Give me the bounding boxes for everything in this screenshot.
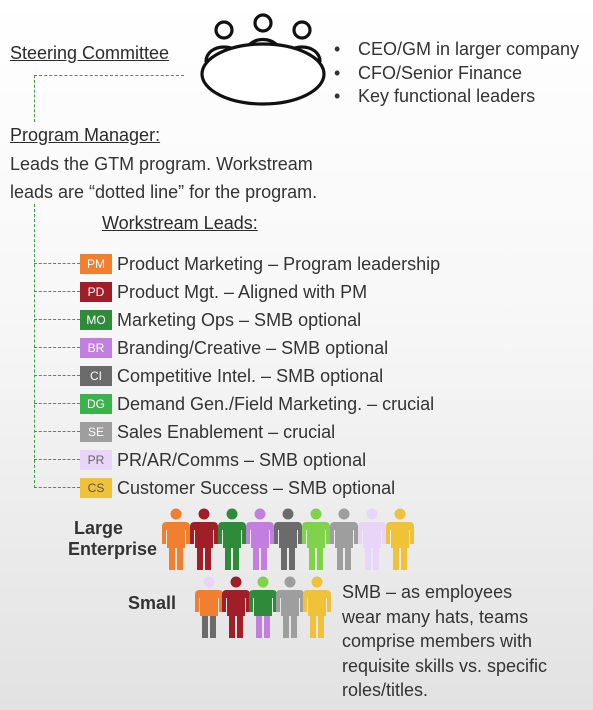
steering-bullets: CEO/GM in larger company CFO/Senior Fina… <box>334 38 579 109</box>
large-enterprise-label: Large Enterprise <box>40 518 157 560</box>
person-icon <box>386 508 414 570</box>
lead-code-badge: CI <box>80 366 112 386</box>
lead-label: Customer Success – SMB optional <box>117 477 396 498</box>
large-label-line: Enterprise <box>67 539 157 559</box>
person-icon <box>246 508 274 570</box>
smb-note-line: wear many hats, teams <box>342 606 529 627</box>
person-icon <box>303 576 331 638</box>
connector-line <box>34 431 80 432</box>
lead-label: Sales Enablement – crucial <box>117 421 336 442</box>
connector-line <box>34 75 35 122</box>
small-team <box>195 576 331 638</box>
lead-code-badge: PM <box>80 254 112 274</box>
connector-line <box>34 487 80 488</box>
lead-label: Competitive Intel. – SMB optional <box>117 365 384 386</box>
person-icon <box>222 576 250 638</box>
connector-line <box>34 375 80 376</box>
lead-label: Product Mgt. – Aligned with PM <box>117 281 368 302</box>
steering-bullet: Key functional leaders <box>334 85 579 109</box>
person-icon <box>274 508 302 570</box>
connector-line <box>34 319 80 320</box>
lead-code-badge: MO <box>80 310 112 330</box>
lead-code-badge: PR <box>80 450 112 470</box>
connector-line <box>34 291 80 292</box>
steering-bullet: CEO/GM in larger company <box>334 38 579 62</box>
lead-label: Demand Gen./Field Marketing. – crucial <box>117 393 435 414</box>
large-enterprise-team <box>162 508 414 570</box>
person-icon <box>276 576 304 638</box>
committee-table-icon <box>200 13 326 106</box>
steering-committee-title: Steering Committee <box>10 43 170 63</box>
connector-line <box>34 263 80 264</box>
smb-note: SMB – as employees wear many hats, teams… <box>342 580 547 703</box>
person-icon <box>218 508 246 570</box>
person-icon <box>249 576 277 638</box>
lead-label: Marketing Ops – SMB optional <box>117 309 362 330</box>
large-label-line: Large <box>73 518 124 538</box>
connector-line <box>34 459 80 460</box>
person-icon <box>358 508 386 570</box>
lead-code-badge: DG <box>80 394 112 414</box>
lead-code-badge: PD <box>80 282 112 302</box>
connector-line <box>34 403 80 404</box>
lead-label: Branding/Creative – SMB optional <box>117 337 389 358</box>
smb-note-line: comprise members with <box>342 631 533 651</box>
lead-code-badge: SE <box>80 422 112 442</box>
small-label: Small <box>127 593 176 613</box>
steering-bullet: CFO/Senior Finance <box>334 62 579 86</box>
person-icon <box>195 576 223 638</box>
workstream-leads-title: Workstream Leads: <box>102 213 258 233</box>
lead-label: PR/AR/Comms – SMB optional <box>117 449 367 470</box>
smb-note-line: roles/titles. <box>342 680 429 700</box>
smb-note-line: requisite skills vs. specific <box>342 655 548 676</box>
lead-label: Product Marketing – Program leadership <box>117 253 441 274</box>
program-manager-desc: leads are “dotted line” for the program. <box>10 182 318 202</box>
person-icon <box>302 508 330 570</box>
person-icon <box>162 508 190 570</box>
lead-code-badge: CS <box>80 478 112 498</box>
person-icon <box>330 508 358 570</box>
person-icon <box>190 508 218 570</box>
smb-note-line: SMB – as employees <box>342 582 513 602</box>
connector-line <box>34 75 184 76</box>
connector-line <box>34 204 35 488</box>
program-manager-title: Program Manager: <box>10 125 161 145</box>
connector-line <box>34 347 80 348</box>
lead-code-badge: BR <box>80 338 112 358</box>
program-manager-desc: Leads the GTM program. Workstream <box>10 154 313 174</box>
